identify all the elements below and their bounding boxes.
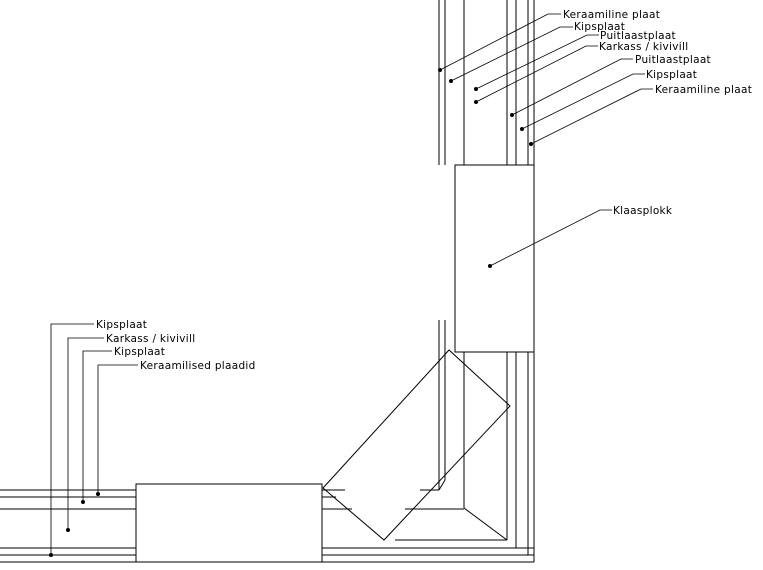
- label-glass-block: Klaasplokk: [613, 205, 673, 217]
- label-particle-board-2: Puitlaastplaat: [635, 54, 711, 66]
- label-gypsum-board-2: Kipsplaat: [646, 69, 697, 81]
- leaders-left: [49, 323, 138, 557]
- label-frame-rockwool-2: Karkass / kivivill: [106, 333, 195, 345]
- glass-block-vertical: [454, 164, 535, 353]
- label-gypsum-board-4: Kipsplaat: [114, 346, 165, 358]
- label-particle-board-1: Puitlaastplaat: [600, 30, 676, 42]
- label-frame-rockwool-1: Karkass / kivivill: [599, 41, 688, 53]
- label-gypsum-board-1: Kipsplaat: [574, 21, 625, 33]
- glass-block-diagonal: [322, 349, 511, 541]
- horizontal-wall: [0, 479, 534, 563]
- leaders-right: [438, 13, 653, 268]
- label-ceramic-plate-1: Keraamiline plaat: [563, 9, 660, 21]
- label-ceramic-plate-2: Keraamiline plaat: [655, 84, 752, 96]
- label-ceramic-tiles: Keraamilised plaadid: [140, 360, 256, 372]
- label-gypsum-board-3: Kipsplaat: [96, 319, 147, 331]
- glass-block-horizontal: [135, 483, 323, 563]
